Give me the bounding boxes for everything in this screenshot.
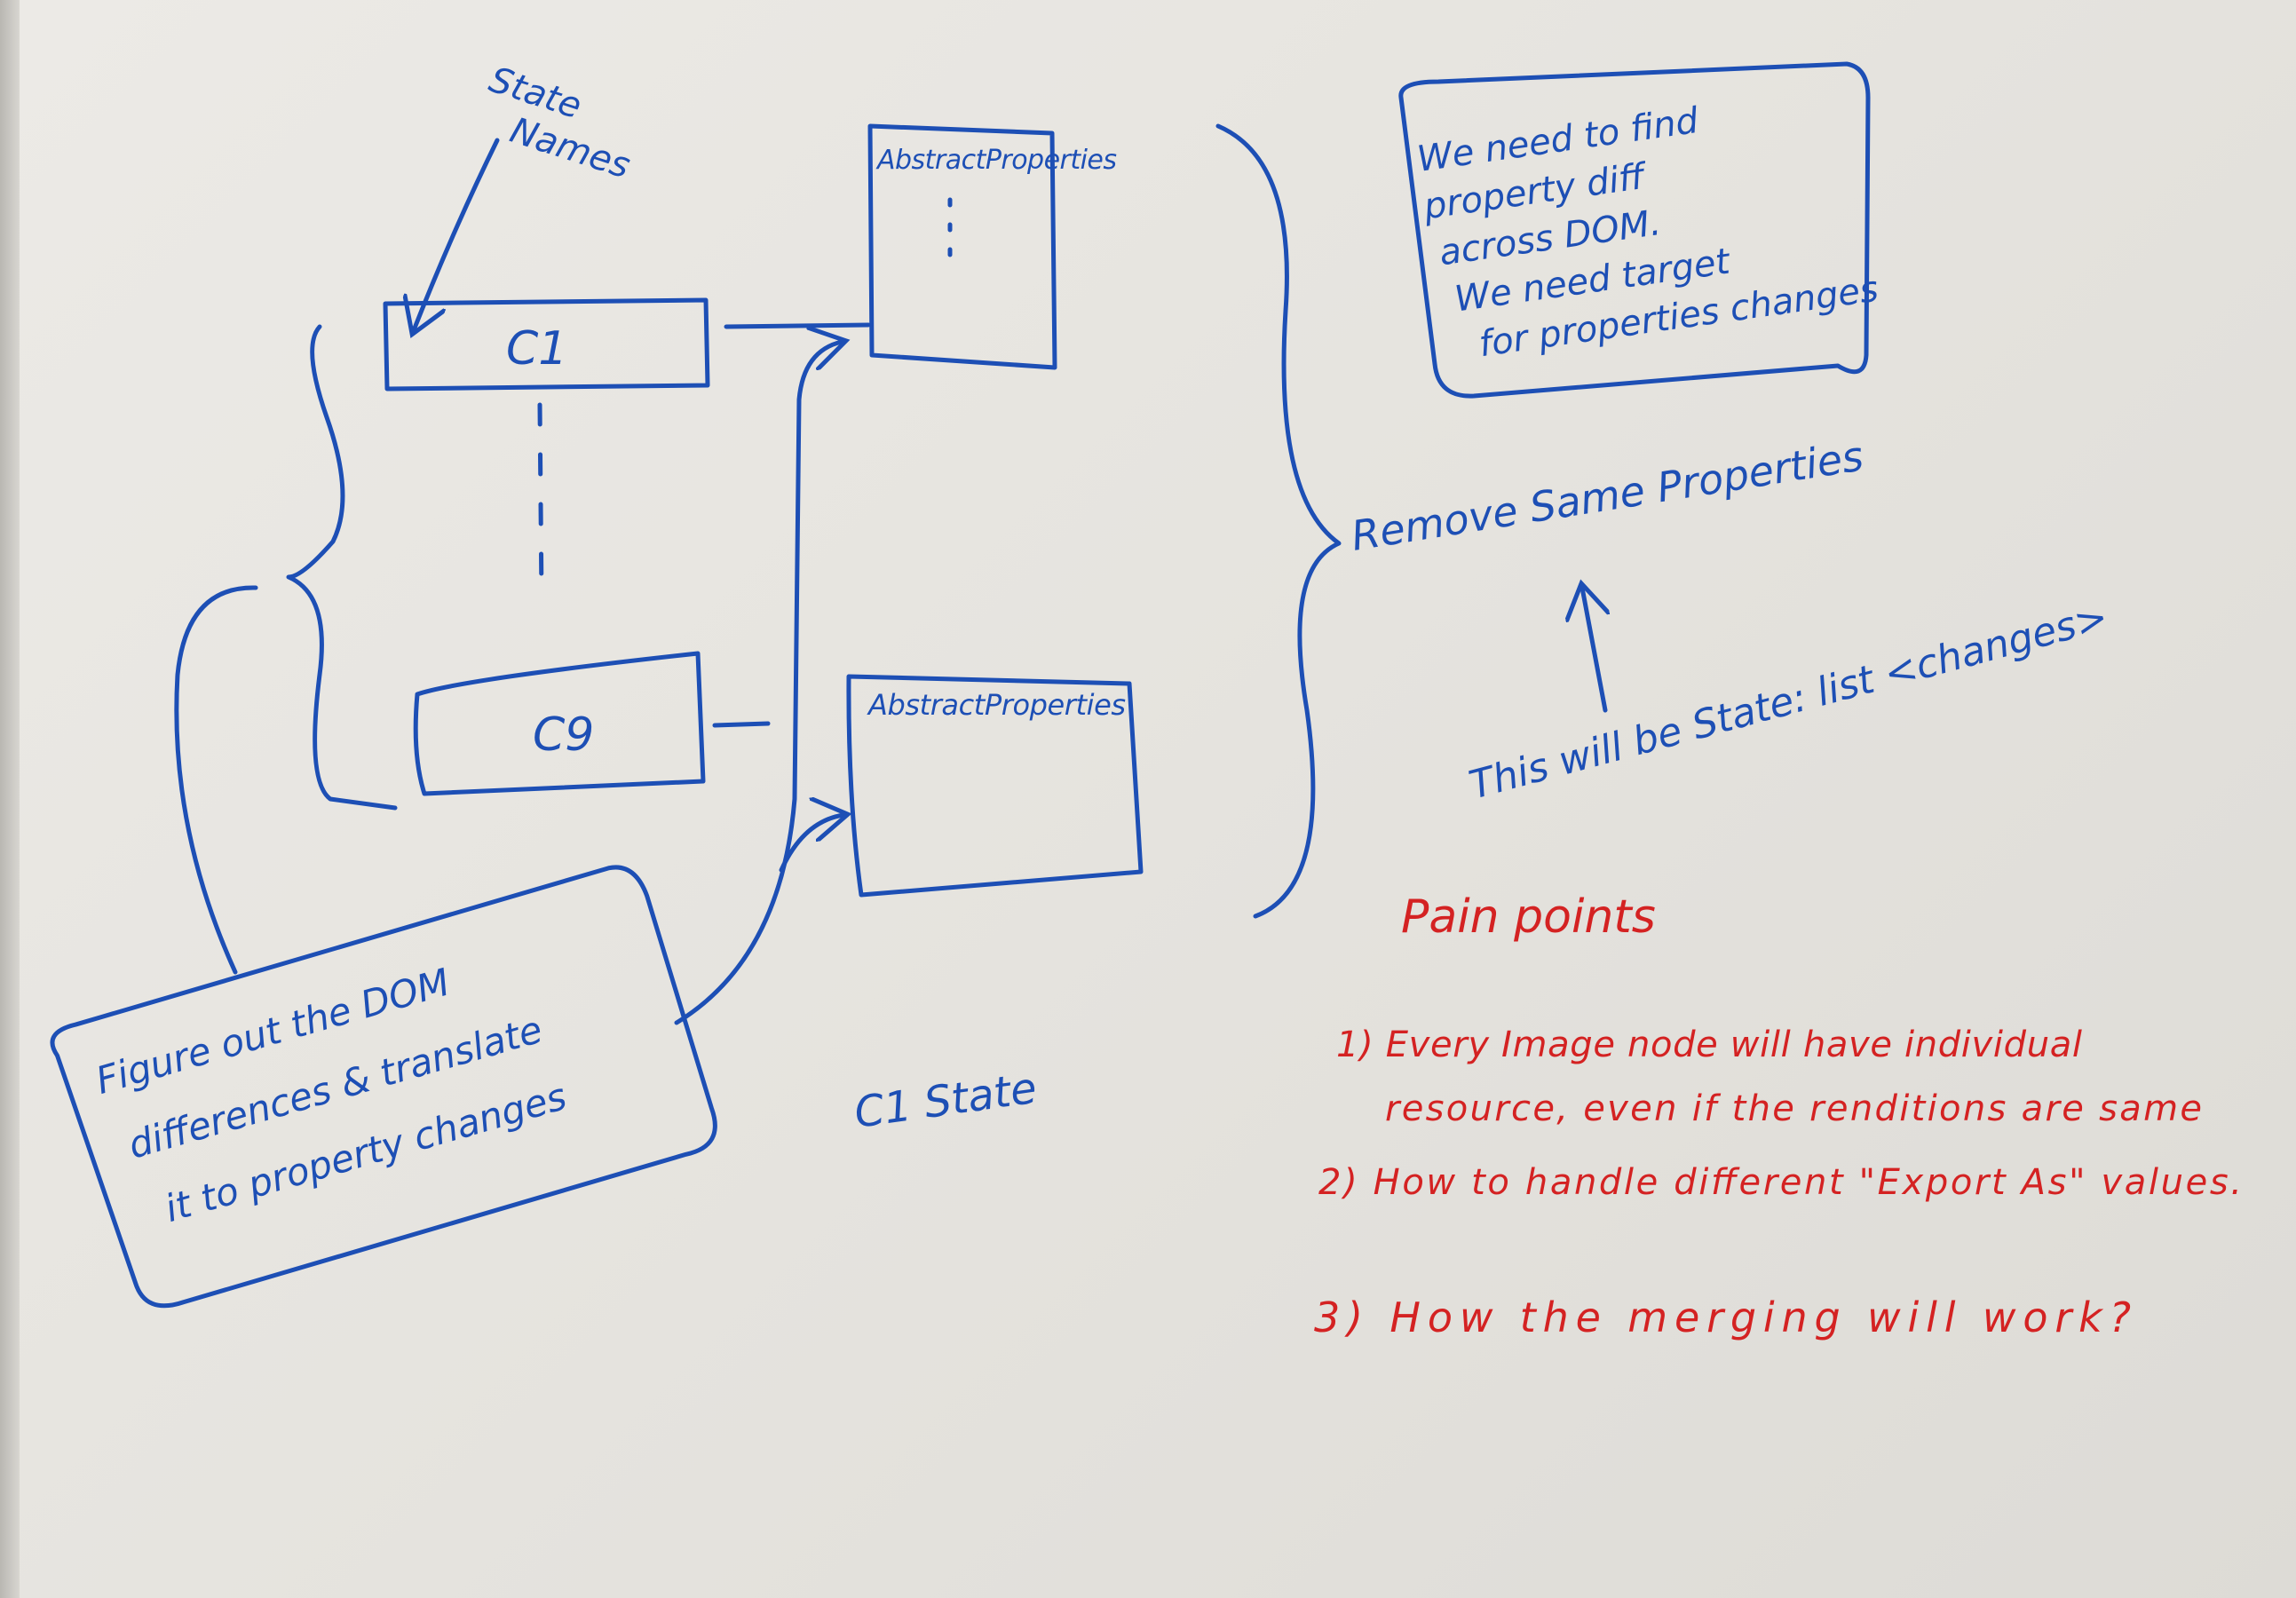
note-top-right-box xyxy=(1398,61,1871,399)
abstract-properties-box-1 xyxy=(867,123,1057,370)
c1-state-label: C1 State xyxy=(851,1064,1040,1138)
pain-point-1-line-2: resource, even if the renditions are sam… xyxy=(1385,1088,2202,1129)
left-connector-curve xyxy=(174,585,258,975)
state-list-up-arrow xyxy=(1582,588,1605,713)
remove-same-properties-label: Remove Same Properties xyxy=(1348,431,1866,560)
pain-point-1-line-1: 1) Every Image node will have individual xyxy=(1336,1024,2082,1065)
state-names-arrow xyxy=(414,138,500,330)
pain-point-3: 3) How the merging will work? xyxy=(1314,1293,2131,1341)
right-brace xyxy=(1215,123,1342,919)
c1-box xyxy=(383,297,710,392)
c-list-ellipsis xyxy=(537,402,544,603)
pain-points-section: Pain points 1) Every Image node will hav… xyxy=(1314,890,2242,1341)
dom-diff-arrow-lower xyxy=(779,815,843,873)
note-bottom-left-box xyxy=(50,865,717,1309)
abstract-properties-label-1: AbstractProperties xyxy=(875,145,1117,176)
whiteboard-frame-edge xyxy=(0,0,20,1598)
c9-label: C9 xyxy=(533,708,594,762)
c9-box xyxy=(413,651,706,796)
dom-diff-arrow-upper xyxy=(674,342,842,1025)
pain-point-2: 2) How to handle different "Export As" v… xyxy=(1318,1162,2242,1203)
c1-label: C1 xyxy=(506,322,567,376)
c9-connector xyxy=(712,721,771,728)
note-bottom-left: Figure out the DOM differences & transla… xyxy=(50,865,717,1309)
abstract-properties-box-2 xyxy=(846,674,1144,898)
pain-points-title: Pain points xyxy=(1401,890,1656,944)
note-top-right-text: We need to find property diff across DOM… xyxy=(1414,100,1880,365)
abstract-properties-label-2: AbstractProperties xyxy=(867,688,1126,722)
state-names-annotation: State Names xyxy=(484,59,635,187)
c1-connector xyxy=(724,322,871,329)
left-brace xyxy=(286,324,398,811)
state-list-changes-label: This will be State: list <changes> xyxy=(1465,594,2113,808)
